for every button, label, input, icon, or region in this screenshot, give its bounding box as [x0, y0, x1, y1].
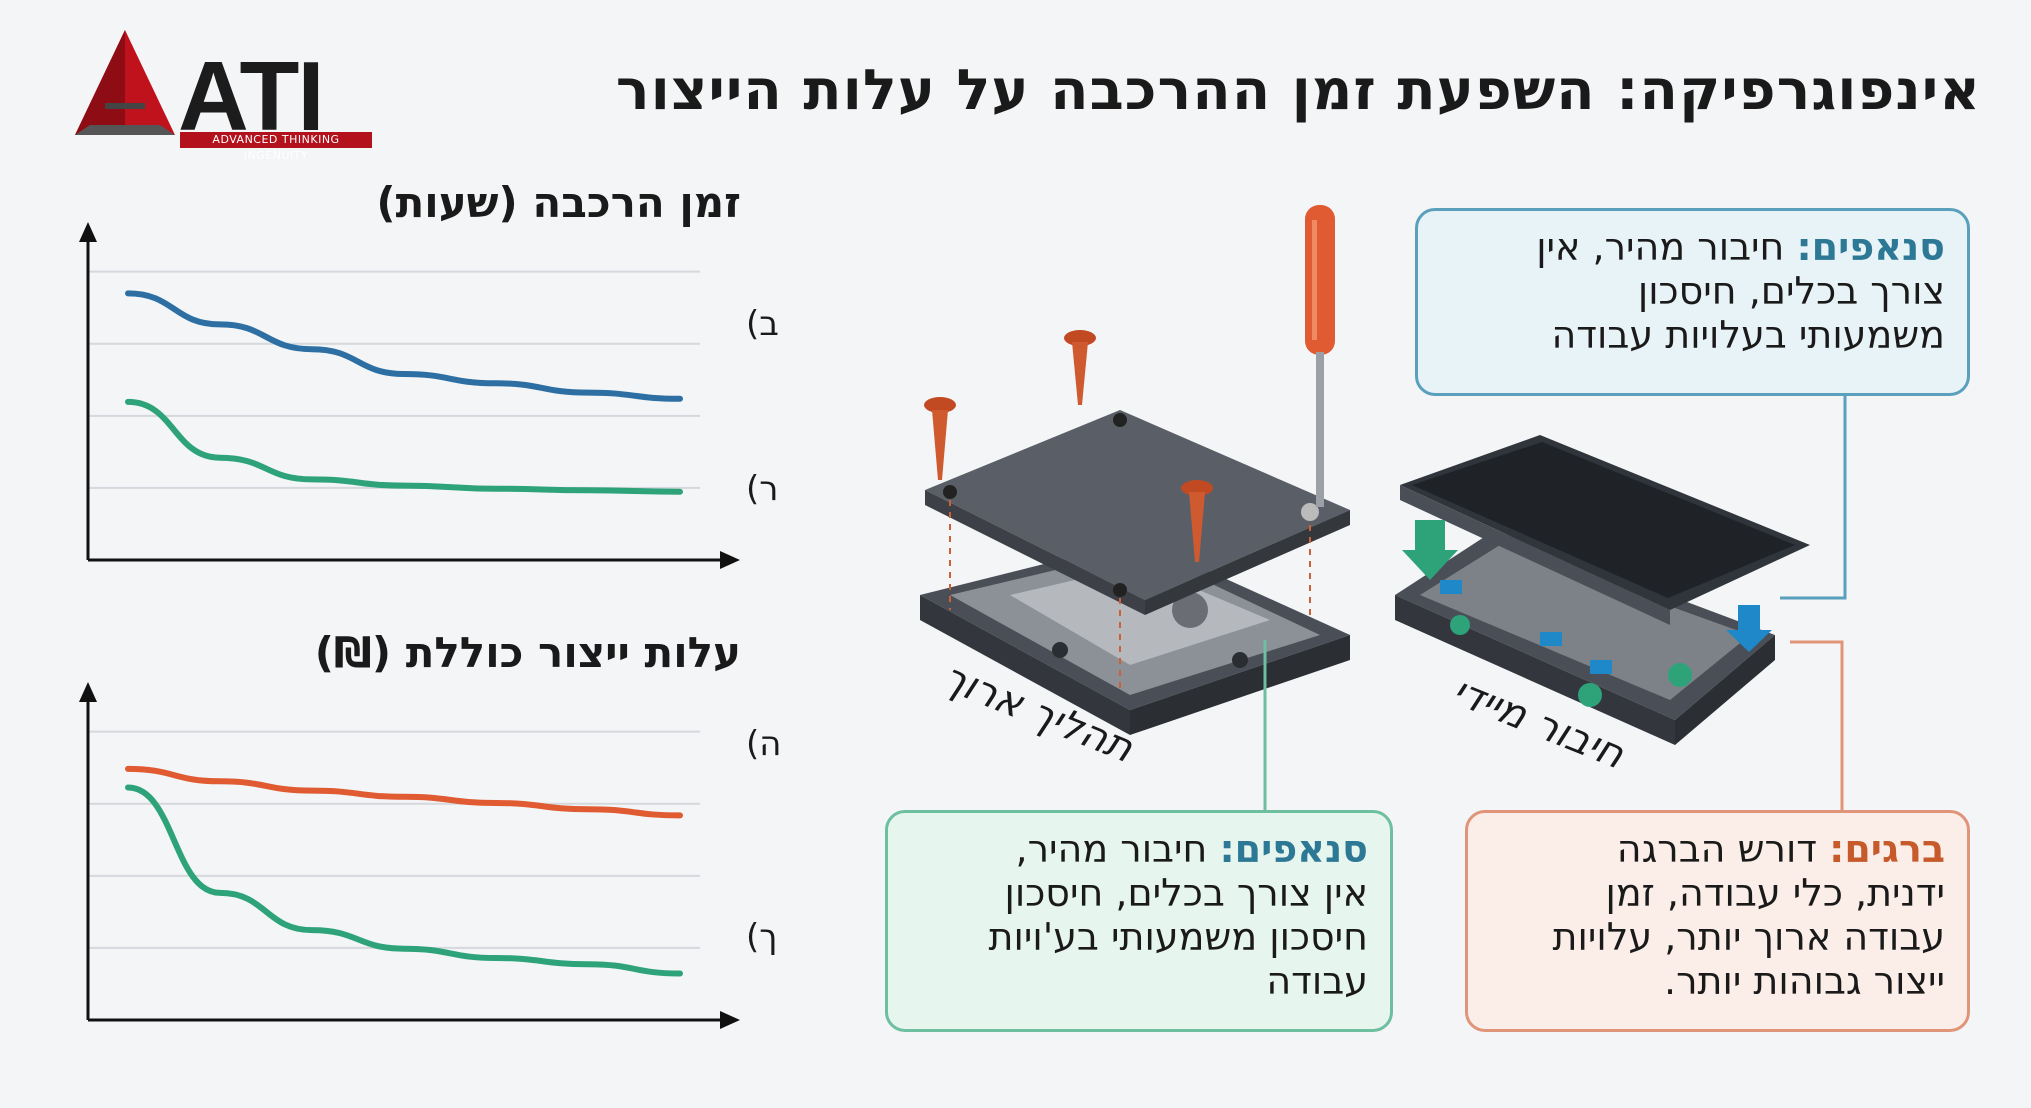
callout-top-line1: חיבור מהיר, אין	[1536, 225, 1797, 269]
logo-triangle-bar	[105, 103, 145, 109]
logo-tagline: ADVANCED THINKING INGENUITY	[180, 132, 372, 162]
chart-2-title: עלות ייצור כוללת (₪)	[314, 628, 741, 677]
production-cost-chart: ברגים (גבוה) סנאפים (נמוך)	[79, 682, 780, 1029]
chart-2-series-1-label: סנאפים (נמוך)	[746, 917, 780, 957]
phone-base-snaps	[1395, 530, 1775, 745]
callout-green-line2: אין צורך בכלים, חיסכון	[1004, 871, 1369, 915]
chart-1-x-arrow	[720, 551, 740, 569]
chart-1-series-0-line	[125, 290, 683, 402]
callout-top-term: סנאפים:	[1796, 225, 1945, 269]
snap-arrow-icon-2	[1726, 605, 1772, 652]
chart-1-series-1-label: סנאפים (קל ומהיר)	[746, 469, 780, 509]
callout-top-line2: צורך בכלים, חיסכון	[1637, 269, 1945, 313]
logo-triangle-base	[75, 125, 175, 135]
screws-callout-orange: ברגים: דורש הברגה ידנית, כלי עבודה, זמן …	[1465, 810, 1970, 1032]
callout-orange-line2: ידנית, כלי עבודה, זמן	[1605, 871, 1945, 915]
callout-green-line1: חיבור מהיר,	[1015, 827, 1220, 871]
screw-3-icon	[1181, 480, 1213, 562]
callout-orange-term: ברגים:	[1829, 827, 1945, 871]
screwdriver-icon	[1305, 205, 1335, 507]
connector-top	[1780, 395, 1847, 600]
phone-base-screws	[920, 540, 1350, 735]
callout-orange-line3: עבודה ארוך יותר, עלויות	[1552, 915, 1945, 959]
screw-2-icon	[1064, 330, 1096, 405]
callout-green-term: סנאפים:	[1219, 827, 1368, 871]
chart-1-series-1-line	[125, 398, 683, 495]
callout-orange-line1: דורש הברגה	[1616, 827, 1830, 871]
chart-2-series-1-line	[125, 784, 683, 977]
cover-plate	[925, 410, 1350, 615]
chart-2-series-0-line	[125, 765, 683, 819]
screw-assembly-diagram	[920, 205, 1350, 735]
chart-2-y-arrow	[79, 682, 97, 702]
snaps-callout-green: סנאפים: חיבור מהיר, אין צורך בכלים, חיסכ…	[885, 810, 1393, 1032]
chart-2-x-arrow	[720, 1011, 740, 1029]
callout-green-line3: חיסכון משמעותי בע'ויות	[988, 915, 1368, 959]
chart-1-series-0-label: ברגים (איטי ומורכב)	[746, 304, 780, 344]
callout-top-line3: משמעותי בעלויות עבודה	[1551, 313, 1945, 357]
page-title: אינפוגרפיקה: השפעת זמן ההרכבה על עלות הי…	[615, 58, 1981, 123]
screw-guide-lines	[949, 500, 1311, 690]
snap-arrow-icon	[1402, 520, 1458, 580]
chart-1-y-arrow	[79, 222, 97, 242]
snaps-callout-top: סנאפים: חיבור מהיר, אין צורך בכלים, חיסכ…	[1415, 208, 1970, 396]
snap-assembly-diagram	[1395, 435, 1810, 745]
chart-2-series-0-label: ברגים (גבוה)	[746, 724, 780, 764]
ati-logo	[75, 30, 175, 135]
phone-screen-snaps	[1400, 435, 1810, 625]
assembly-time-chart: ברגים (איטי ומורכב) סנאפים (קל ומהיר)	[79, 222, 780, 569]
screw-1-icon	[924, 397, 956, 480]
connector-orange	[1790, 640, 1844, 812]
callout-green-line4: עבודה	[1266, 959, 1368, 1003]
chart-1-title: זמן הרכבה (שעות)	[376, 178, 741, 227]
callout-orange-line4: ייצור גבוהות יותר.	[1664, 959, 1945, 1003]
